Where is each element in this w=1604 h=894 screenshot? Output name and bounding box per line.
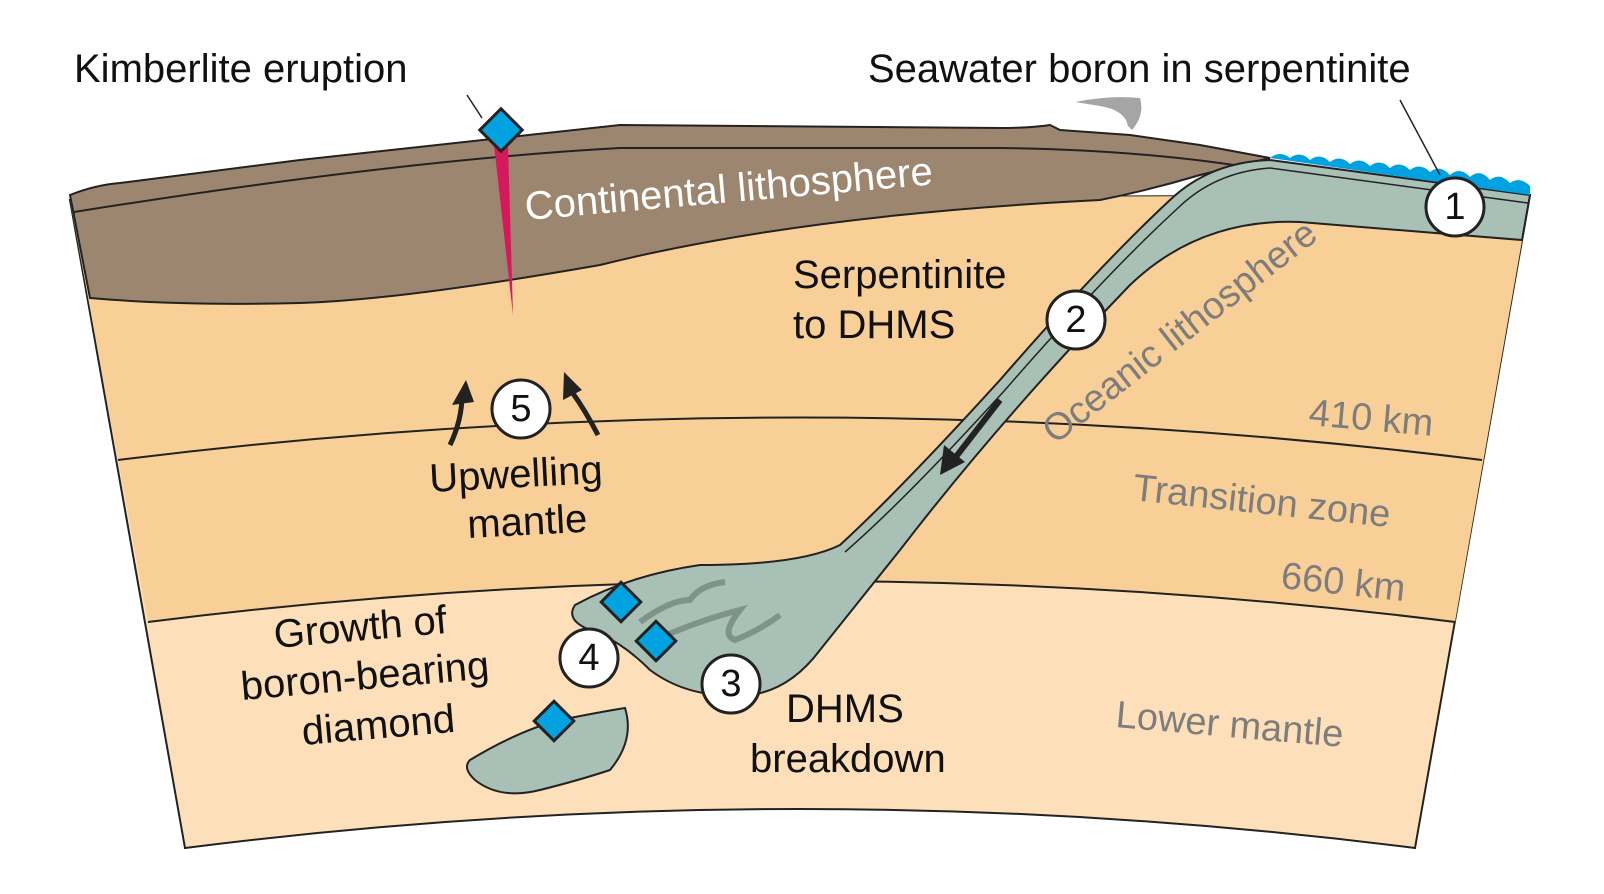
upwelling-arrowhead-left bbox=[452, 380, 474, 405]
volcano-plume bbox=[1075, 97, 1142, 130]
svg-text:2: 2 bbox=[1065, 299, 1086, 341]
step-4: 4 bbox=[558, 627, 620, 689]
slab-motion-arrow bbox=[952, 398, 1003, 460]
slab-motion-arrowhead bbox=[940, 445, 965, 475]
serpentinite-label-2: to DHMS bbox=[793, 303, 955, 347]
diamond-icon bbox=[532, 699, 576, 743]
upper-mantle-layer bbox=[70, 195, 1530, 622]
dhms-label-1: DHMS bbox=[786, 687, 904, 731]
svg-text:5: 5 bbox=[510, 388, 531, 430]
svg-text:1: 1 bbox=[1444, 186, 1465, 228]
dhms-label-2: breakdown bbox=[750, 737, 946, 781]
upwelling-label-1: Upwelling bbox=[428, 448, 603, 501]
step-2: 2 bbox=[1045, 289, 1107, 351]
step-3: 3 bbox=[700, 653, 762, 715]
kimberlite-conduit bbox=[494, 145, 513, 315]
step-1: 1 bbox=[1424, 176, 1486, 238]
diamond-icon bbox=[599, 580, 643, 624]
step-5: 5 bbox=[490, 378, 552, 440]
seawater-pointer bbox=[1399, 99, 1441, 176]
svg-text:3: 3 bbox=[720, 663, 741, 705]
upwelling-label-2: mantle bbox=[466, 497, 588, 547]
slab-folds bbox=[638, 579, 782, 644]
kimberlite-pointer bbox=[466, 94, 483, 119]
svg-text:4: 4 bbox=[578, 637, 599, 679]
upwelling-arrow-right bbox=[569, 390, 601, 437]
diamond-icon bbox=[477, 106, 525, 154]
crust-line bbox=[73, 147, 1266, 213]
kimberlite-label: Kimberlite eruption bbox=[74, 47, 408, 91]
seawater-label: Seawater boron in serpentinite bbox=[868, 47, 1411, 91]
upwelling-arrowhead-right bbox=[563, 372, 582, 400]
serpentinite-label-1: Serpentinite bbox=[793, 253, 1006, 297]
diamond-icon bbox=[634, 619, 678, 663]
boundary-410 bbox=[117, 416, 1483, 461]
